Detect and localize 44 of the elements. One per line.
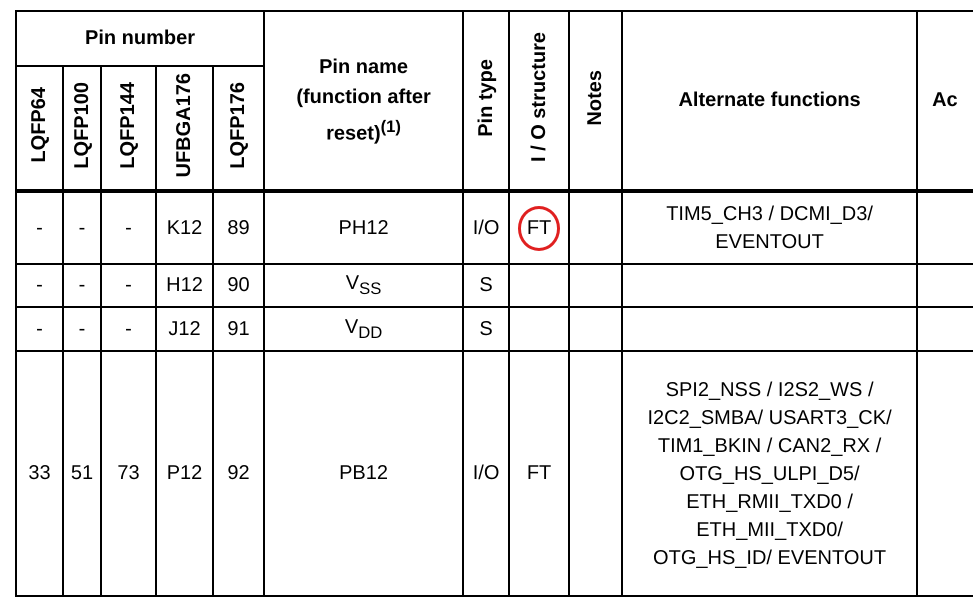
column-header: LQFP64 <box>28 87 51 163</box>
pin-number: - <box>36 216 43 240</box>
pin-number: 92 <box>227 462 250 485</box>
column-header: Pin type <box>474 58 498 136</box>
pin-number: - <box>125 274 132 297</box>
pin-type: S <box>479 274 493 297</box>
pin-number: - <box>78 216 86 240</box>
pin-name: PH12 <box>338 216 389 240</box>
pin-number: - <box>78 318 86 340</box>
pin-number: 51 <box>70 462 94 485</box>
column-header: Pin name (function after reset)$^{(1)}$ <box>295 55 432 147</box>
column-header: Pin number <box>85 27 196 50</box>
pin-name: V$_{SS}$ <box>346 272 382 299</box>
pin-number: H12 <box>166 274 203 297</box>
io-structure: FT <box>526 462 552 485</box>
pin-type: I/O <box>472 216 500 240</box>
pin-number: 33 <box>28 462 51 485</box>
pin-number: - <box>36 274 43 297</box>
pin-number: 89 <box>227 216 250 240</box>
pin-number: P12 <box>166 462 202 485</box>
pin-number: 73 <box>117 462 140 485</box>
pin-number: - <box>125 318 132 340</box>
pin-type: S <box>479 318 493 340</box>
pin-name: PB12 <box>339 462 388 485</box>
column-header: LQFP100 <box>70 82 94 168</box>
pin-number: 91 <box>227 318 250 340</box>
column-header: UFBGA176 <box>173 72 196 178</box>
alternate-functions: SPI2_NSS / I2S2_WS / I2C2_SMBA/ USART3_CK/ TIM1_BKIN / CAN2_RX / OTG_HS_ULPI_D5/ ETH_RMII_TXD0 / ETH_MII_TXD0/ OTG_HS_ID/ EVENTOUT <box>646 378 893 570</box>
pin-number: - <box>125 216 132 240</box>
pin-type: I/O <box>472 462 500 485</box>
circled-label: FT <box>518 206 560 250</box>
column-header: Ac <box>932 89 958 112</box>
pin-name: V$_{DD}$ <box>344 316 382 342</box>
pin-number: 90 <box>227 274 250 297</box>
alternate-functions: TIM5_CH3 / DCMI_D3/ EVENTOUT <box>665 202 874 255</box>
pin-number: - <box>78 274 86 297</box>
pin-number: J12 <box>168 318 201 340</box>
column-header: LQFP176 <box>227 82 250 168</box>
column-header: Alternate functions <box>678 89 861 112</box>
column-header: I / O structure <box>528 32 551 163</box>
column-header: Notes <box>584 70 608 126</box>
column-header: LQFP144 <box>117 82 140 168</box>
pin-number: K12 <box>166 216 202 240</box>
pin-number: - <box>36 318 43 340</box>
